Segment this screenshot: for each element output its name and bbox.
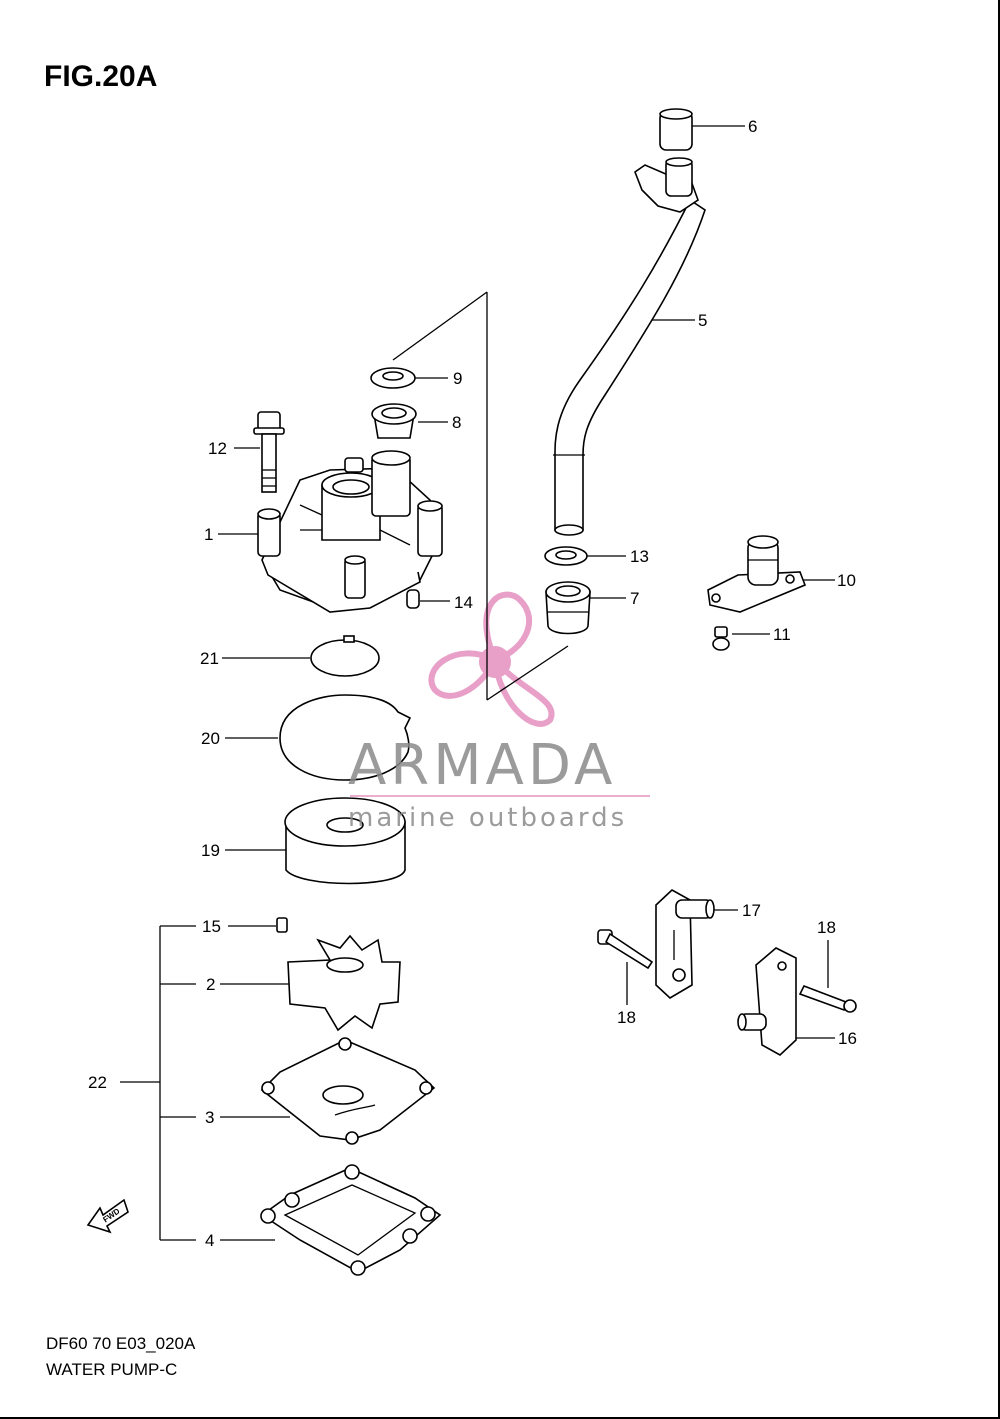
- callout-15: 15: [202, 917, 221, 936]
- diagram-code: DF60 70 E03_020A: [46, 1334, 196, 1353]
- part-18-screw-right: [798, 984, 857, 1013]
- part-5-water-tube: [553, 157, 706, 536]
- part-18-screw-left: [597, 929, 654, 970]
- callout-16: 16: [838, 1029, 857, 1048]
- callout-4: 4: [205, 1231, 214, 1250]
- part-16-bracket: [737, 947, 797, 1056]
- part-9-washer: [370, 367, 416, 389]
- part-2-impeller: [287, 934, 401, 1032]
- callout-2: 2: [206, 975, 215, 994]
- callout-18-left: 18: [617, 1008, 636, 1027]
- callout-18-right: 18: [817, 918, 836, 937]
- part-1-pump-case: [257, 450, 443, 613]
- callout-10: 10: [837, 571, 856, 590]
- callout-19: 19: [201, 841, 220, 860]
- part-15-key: [276, 917, 288, 933]
- watermark-brand: ARMADA: [348, 733, 616, 798]
- part-21-o-ring: [310, 635, 380, 677]
- part-10-bracket: [707, 535, 807, 613]
- part-8-bushing: [371, 403, 417, 439]
- callout-3: 3: [205, 1108, 214, 1127]
- callout-6: 6: [748, 117, 757, 136]
- part-4-gasket: [260, 1164, 442, 1276]
- callout-13: 13: [630, 547, 649, 566]
- callout-21: 21: [200, 649, 219, 668]
- figure-title: FIG.20A: [44, 60, 158, 93]
- part-7-grommet: [545, 581, 591, 635]
- callout-8: 8: [452, 413, 461, 432]
- part-19-housing: [284, 797, 406, 885]
- callout-14: 14: [454, 593, 473, 612]
- callout-7: 7: [630, 589, 639, 608]
- part-6-cap: [659, 108, 693, 151]
- part-12-bolt: [253, 411, 285, 493]
- part-11-screw: [712, 626, 730, 651]
- watermark: ARMADA marine outboards: [348, 733, 650, 833]
- part-3-wear-plate: [260, 1037, 436, 1145]
- callout-11: 11: [773, 625, 791, 644]
- part-13-washer: [544, 546, 588, 566]
- watermark-propeller-logo: [428, 591, 555, 727]
- callout-9: 9: [453, 369, 462, 388]
- part-17-bracket: [655, 889, 715, 999]
- callout-12: 12: [208, 439, 227, 458]
- callout-22: 22: [88, 1073, 107, 1092]
- fwd-arrow-icon: FWD: [86, 1198, 129, 1234]
- part-20-seal-ring: [279, 694, 412, 781]
- callout-1: 1: [204, 525, 213, 544]
- callout-5: 5: [698, 311, 707, 330]
- diagram-name: WATER PUMP-C: [46, 1360, 178, 1379]
- watermark-tagline: marine outboards: [348, 803, 627, 833]
- callout-labels: 6 5 9 8 12 1 13 7 14 10 11 21 20 19 15 2…: [88, 117, 857, 1250]
- part-14-pin: [406, 589, 420, 609]
- leader-lines: [120, 125, 835, 1241]
- callout-17: 17: [742, 901, 761, 920]
- callout-20: 20: [201, 729, 220, 748]
